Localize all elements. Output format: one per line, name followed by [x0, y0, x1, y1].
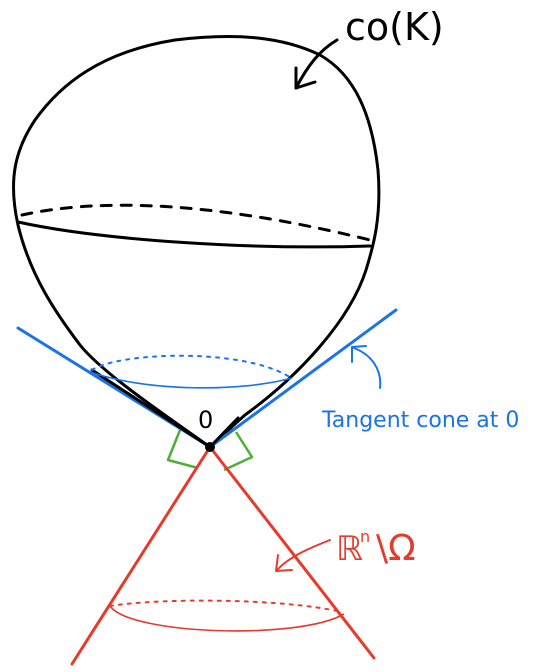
normal-cone-right-line [208, 445, 376, 660]
hull-label-arrow-head [294, 66, 317, 90]
tangent-cone-right-line [208, 308, 398, 449]
tangent-cone-ellipse-front [89, 371, 293, 389]
tangent-cone-ellipse-back [91, 354, 289, 377]
tangent-cone-label: Tangent cone at 0 [321, 408, 519, 433]
complement-arrow-shaft [276, 539, 331, 571]
normal-cone-left-line [70, 445, 212, 666]
complement-label: ℝ n \Ω [336, 527, 416, 569]
hull-lower-left-edge [90, 368, 212, 449]
normal-cone-ellipse-front [109, 605, 345, 632]
hull-label-arrow-shaft [294, 38, 339, 90]
right-angle-marker-right [223, 431, 254, 472]
right-angle-marker-left [166, 429, 199, 470]
tangent-cone-arrow-head [351, 345, 367, 363]
tangent-cone-arrow-shaft [353, 347, 382, 389]
complement-label-superscript: n [360, 527, 370, 546]
complement-arrow-head [275, 554, 293, 572]
complement-label-rest: \Ω [376, 528, 416, 569]
hull-label: co(K) [345, 5, 444, 49]
normal-cone-ellipse-back [109, 599, 343, 613]
origin-point [205, 442, 215, 452]
equator-back-curve [20, 203, 372, 242]
origin-label: 0 [198, 406, 213, 434]
equator-front-curve [16, 220, 372, 249]
hull-lower-right-edge [208, 416, 240, 449]
complement-label-base: ℝ [336, 529, 363, 569]
convex-hull-body [12, 35, 381, 449]
